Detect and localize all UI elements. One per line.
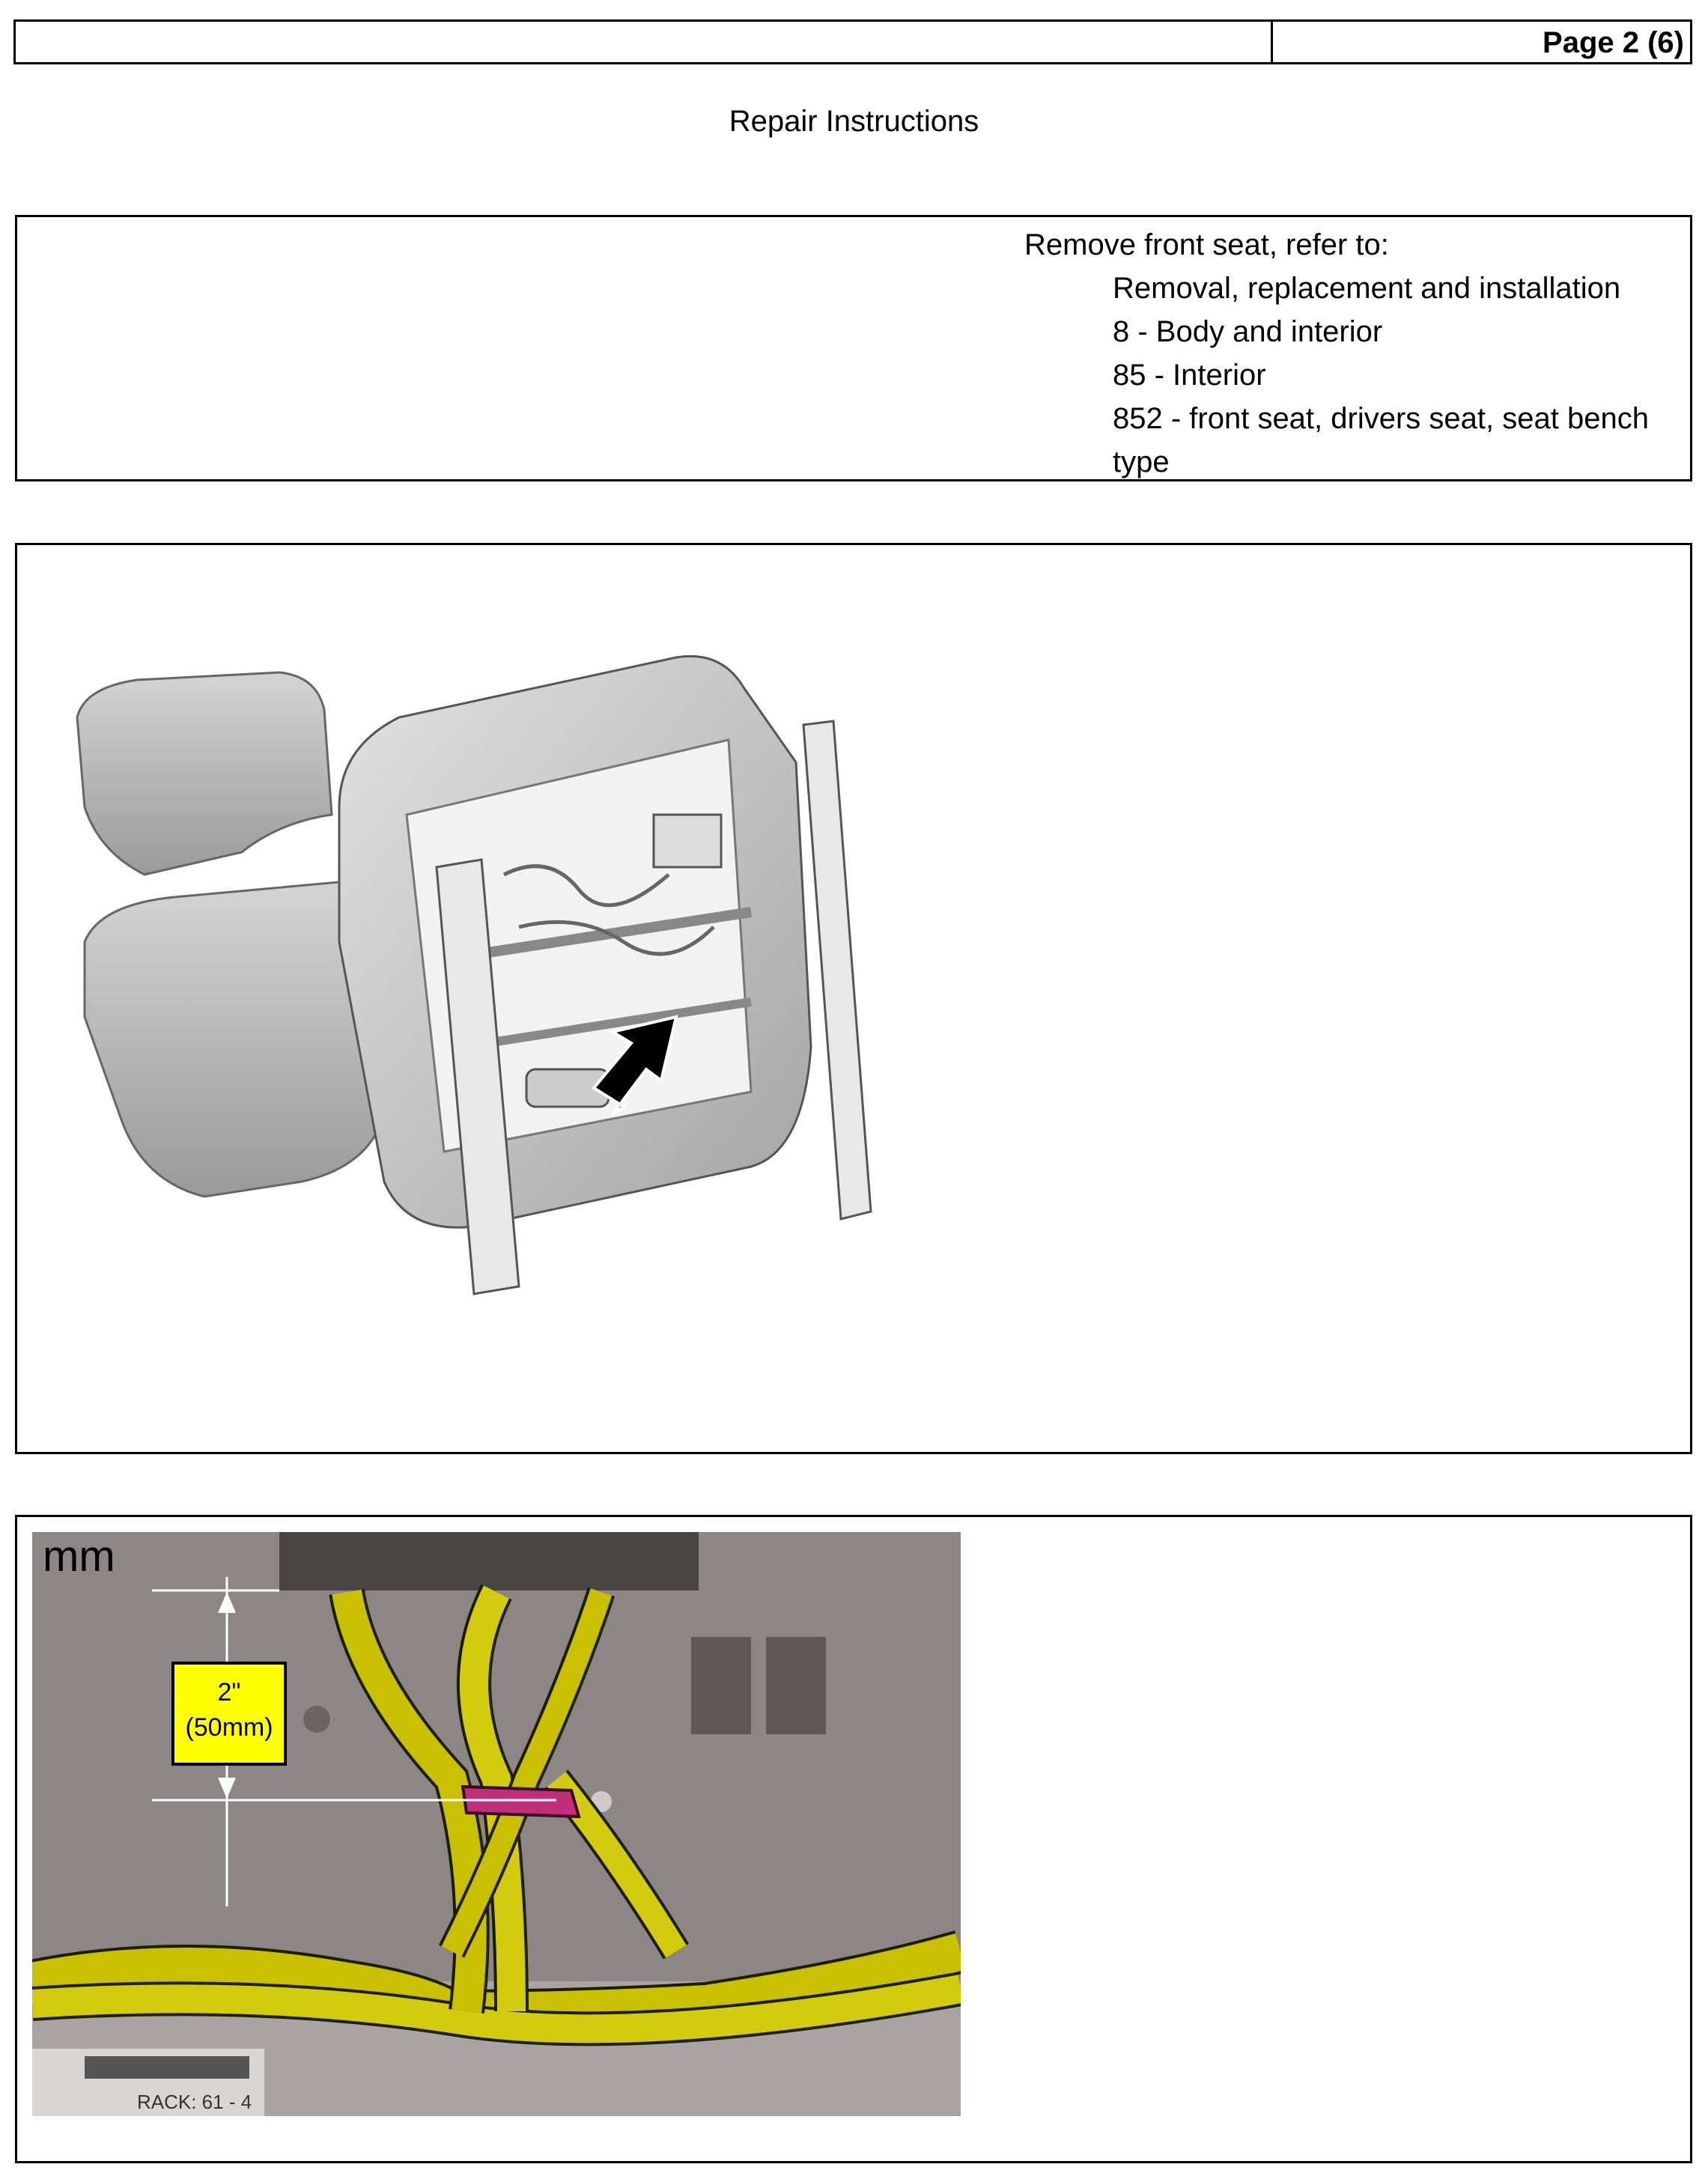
reference-intro: Remove front seat, refer to: — [1024, 228, 1389, 261]
reference-line: 85 - Interior — [1113, 359, 1266, 392]
seat-illustration-box — [15, 543, 1692, 1454]
dimension-arrow — [218, 1778, 236, 1799]
dimension-value: 2" — [218, 1678, 241, 1707]
seat-rail-left — [435, 858, 520, 1295]
unit-label: mm — [43, 1532, 115, 1581]
document-title: Repair Instructions — [729, 105, 979, 138]
pointer-arrow — [591, 1015, 678, 1116]
page-header: Page 2 (6) — [13, 19, 1692, 64]
reference-line: type — [1113, 446, 1170, 478]
reference-line: Removal, replacement and installation — [1113, 272, 1621, 305]
headrest — [76, 671, 333, 876]
reference-line: 8 - Body and interior — [1113, 315, 1383, 348]
connector-block — [652, 813, 723, 869]
wiring — [502, 864, 670, 908]
reference-step-box: Remove front seat, refer to: Removal, re… — [15, 215, 1692, 481]
frame-crossbar — [462, 997, 752, 1051]
harness-illustration: 2" (50mm) mm RACK: 61 - 4 — [32, 1532, 961, 2116]
frame-crossbar — [458, 907, 753, 962]
dimension-arrow — [218, 1592, 236, 1613]
wiring — [518, 920, 715, 956]
header-divider — [1271, 22, 1273, 62]
dimension-value-mm: (50mm) — [185, 1713, 273, 1742]
reference-line: 852 - front seat, drivers seat, seat ben… — [1113, 402, 1649, 435]
seat-rail-right — [802, 720, 872, 1221]
mounting-bracket — [279, 1532, 699, 1590]
reference-text: Remove front seat, refer to: Removal, re… — [1024, 223, 1649, 484]
dimension-callout — [171, 1662, 287, 1766]
seat-illustration — [76, 654, 872, 1295]
part-label-text: RACK: 61 - 4 — [137, 2091, 252, 2113]
harness-illustration-box: 2" (50mm) mm RACK: 61 - 4 — [15, 1515, 1692, 2163]
page-number: Page 2 (6) — [1543, 26, 1684, 59]
cable-tie-clip — [461, 1784, 581, 1819]
